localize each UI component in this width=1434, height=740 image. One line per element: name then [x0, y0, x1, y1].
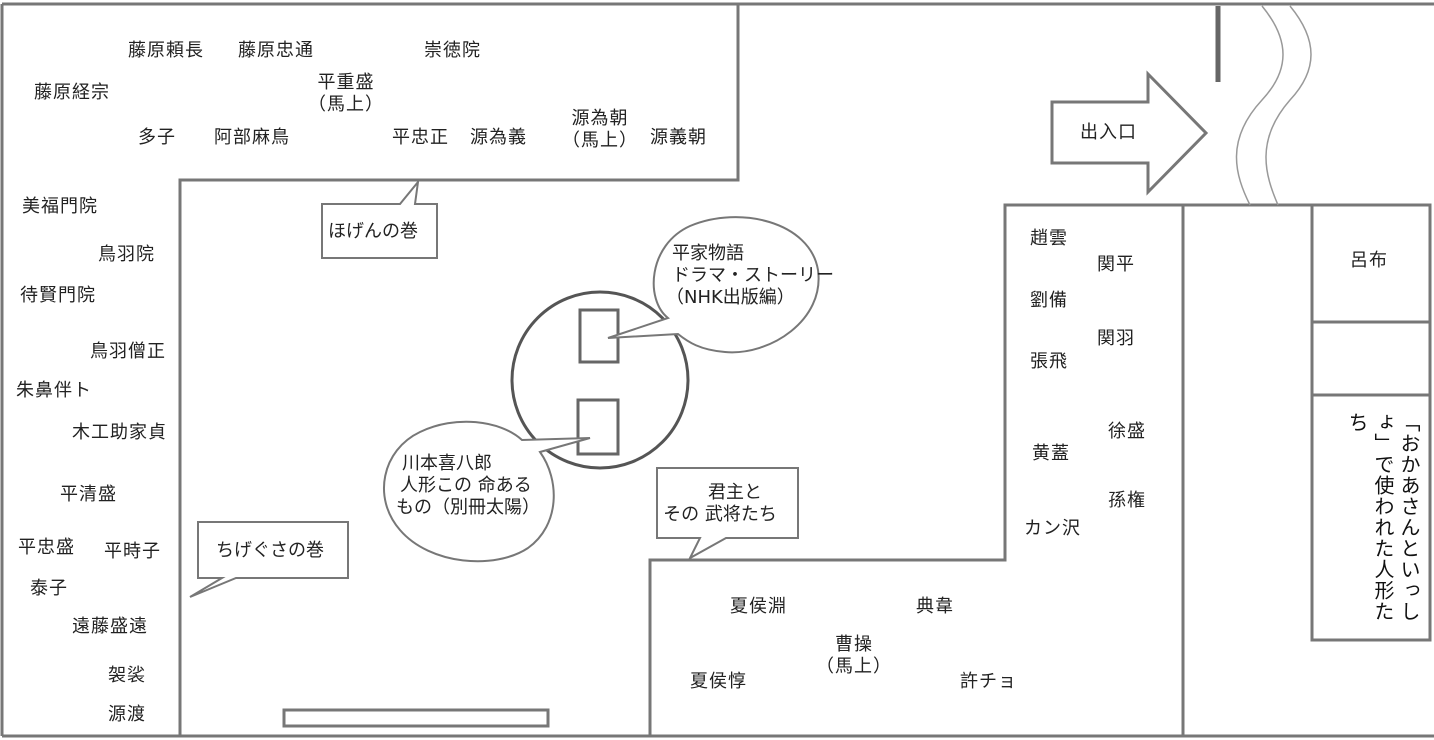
kunshu-line-1: 君主と — [708, 482, 762, 503]
figure-label: 孫権 — [1108, 490, 1146, 511]
figure-label: 多子 — [138, 127, 176, 148]
figure-label: 朱鼻伴ト — [16, 380, 92, 401]
figure-label: 関羽 — [1097, 328, 1135, 349]
figure-label: 阿部麻鳥 — [214, 127, 290, 148]
figure-label: 美福門院 — [22, 196, 98, 217]
figure-label: 藤原忠通 — [238, 40, 314, 61]
hogen-section-label: ほげんの巻 — [328, 221, 418, 242]
kawamoto-note-line-3: もの（別冊太陽） — [396, 497, 540, 518]
figure-label: 袈裟 — [108, 665, 146, 686]
figure-label: 泰子 — [30, 578, 68, 599]
room-lubu-label: 呂布 — [1350, 250, 1388, 271]
figure-note: （馬上） — [816, 656, 892, 677]
curtain-right — [1265, 5, 1312, 206]
figure-label: 徐盛 — [1108, 421, 1146, 442]
figure-label: 崇徳院 — [424, 40, 481, 61]
figure-label: 待賢門院 — [20, 285, 96, 306]
figure-label: カン沢 — [1024, 518, 1081, 539]
figure-label: 源義朝 — [650, 127, 707, 148]
figure-label: 遠藤盛遠 — [72, 616, 148, 637]
heike-note-line-2: ドラマ・ストーリー — [672, 265, 834, 286]
kunshu-line-2: その 武将たち — [663, 504, 777, 525]
figure-label: 藤原頼長 — [128, 40, 204, 61]
curtain-left — [1235, 5, 1284, 206]
entrance-label: 出入口 — [1080, 122, 1137, 143]
figure-label: 鳥羽僧正 — [90, 341, 166, 362]
figure-label: 平時子 — [104, 541, 161, 562]
figure-label: 夏侯淵 — [730, 596, 787, 617]
figure-note: （馬上） — [562, 130, 638, 151]
room-middle — [1310, 320, 1432, 397]
kunshu-section-label: 君主と その 武将たち — [663, 482, 790, 526]
kawamoto-note-line-2: 人形この 命ある — [400, 475, 532, 496]
heike-note-line-1: 平家物語 — [672, 243, 744, 264]
figure-label: 劉備 — [1030, 290, 1068, 311]
room-okaasan-label: 「おかあさんといっしょ」で使われた人形たち — [1345, 412, 1421, 622]
figure-label: 夏侯惇 — [690, 671, 747, 692]
kawamoto-bubble — [383, 420, 591, 563]
figure-label: 黄蓋 — [1032, 443, 1070, 464]
heike-bubble — [607, 216, 820, 354]
figure-label: 源為義 — [470, 127, 527, 148]
display-case-bottom — [576, 398, 620, 456]
heike-note: 平家物語 ドラマ・ストーリー （NHK出版編） — [666, 243, 834, 309]
figure-name: 源為朝 — [571, 108, 629, 129]
figure-label: 張飛 — [1030, 351, 1068, 372]
figure-label-mounted: 曹操 （馬上） — [816, 634, 892, 678]
figure-label: 源渡 — [108, 704, 146, 725]
figure-label: 平忠盛 — [18, 537, 75, 558]
center-room-wall — [648, 203, 1185, 736]
figure-note: （馬上） — [308, 94, 384, 115]
room-okaasan — [1310, 393, 1432, 642]
figure-label: 関平 — [1097, 254, 1135, 275]
kunshu-callout — [656, 467, 799, 561]
figure-label: 鳥羽院 — [98, 244, 155, 265]
display-circle — [510, 290, 690, 470]
kawamoto-note: 川本喜八郎 人形この 命ある もの（別冊太陽） — [396, 453, 540, 519]
figure-label: 典韋 — [916, 596, 954, 617]
top-block-wall — [178, 4, 740, 736]
figure-name: 曹操 — [835, 634, 873, 655]
figure-label: 木工助家貞 — [72, 422, 167, 443]
figure-label-mounted: 平重盛 （馬上） — [308, 72, 384, 116]
figure-label: 趙雲 — [1030, 228, 1068, 249]
figure-label: 藤原経宗 — [34, 82, 110, 103]
figure-label: 許チョ — [960, 671, 1017, 692]
entrance-arrow — [1050, 70, 1209, 196]
chigusa-section-label: ちげぐさの巻 — [216, 540, 324, 561]
figure-name: 平重盛 — [317, 72, 375, 93]
figure-label: 平清盛 — [60, 484, 117, 505]
chigusa-callout — [189, 521, 349, 598]
bench — [282, 708, 550, 728]
heike-note-line-3: （NHK出版編） — [666, 287, 795, 308]
figure-label: 平忠正 — [392, 127, 449, 148]
hogen-callout — [321, 178, 438, 259]
figure-label-mounted: 源為朝 （馬上） — [562, 108, 638, 152]
kawamoto-note-line-1: 川本喜八郎 — [402, 453, 492, 474]
